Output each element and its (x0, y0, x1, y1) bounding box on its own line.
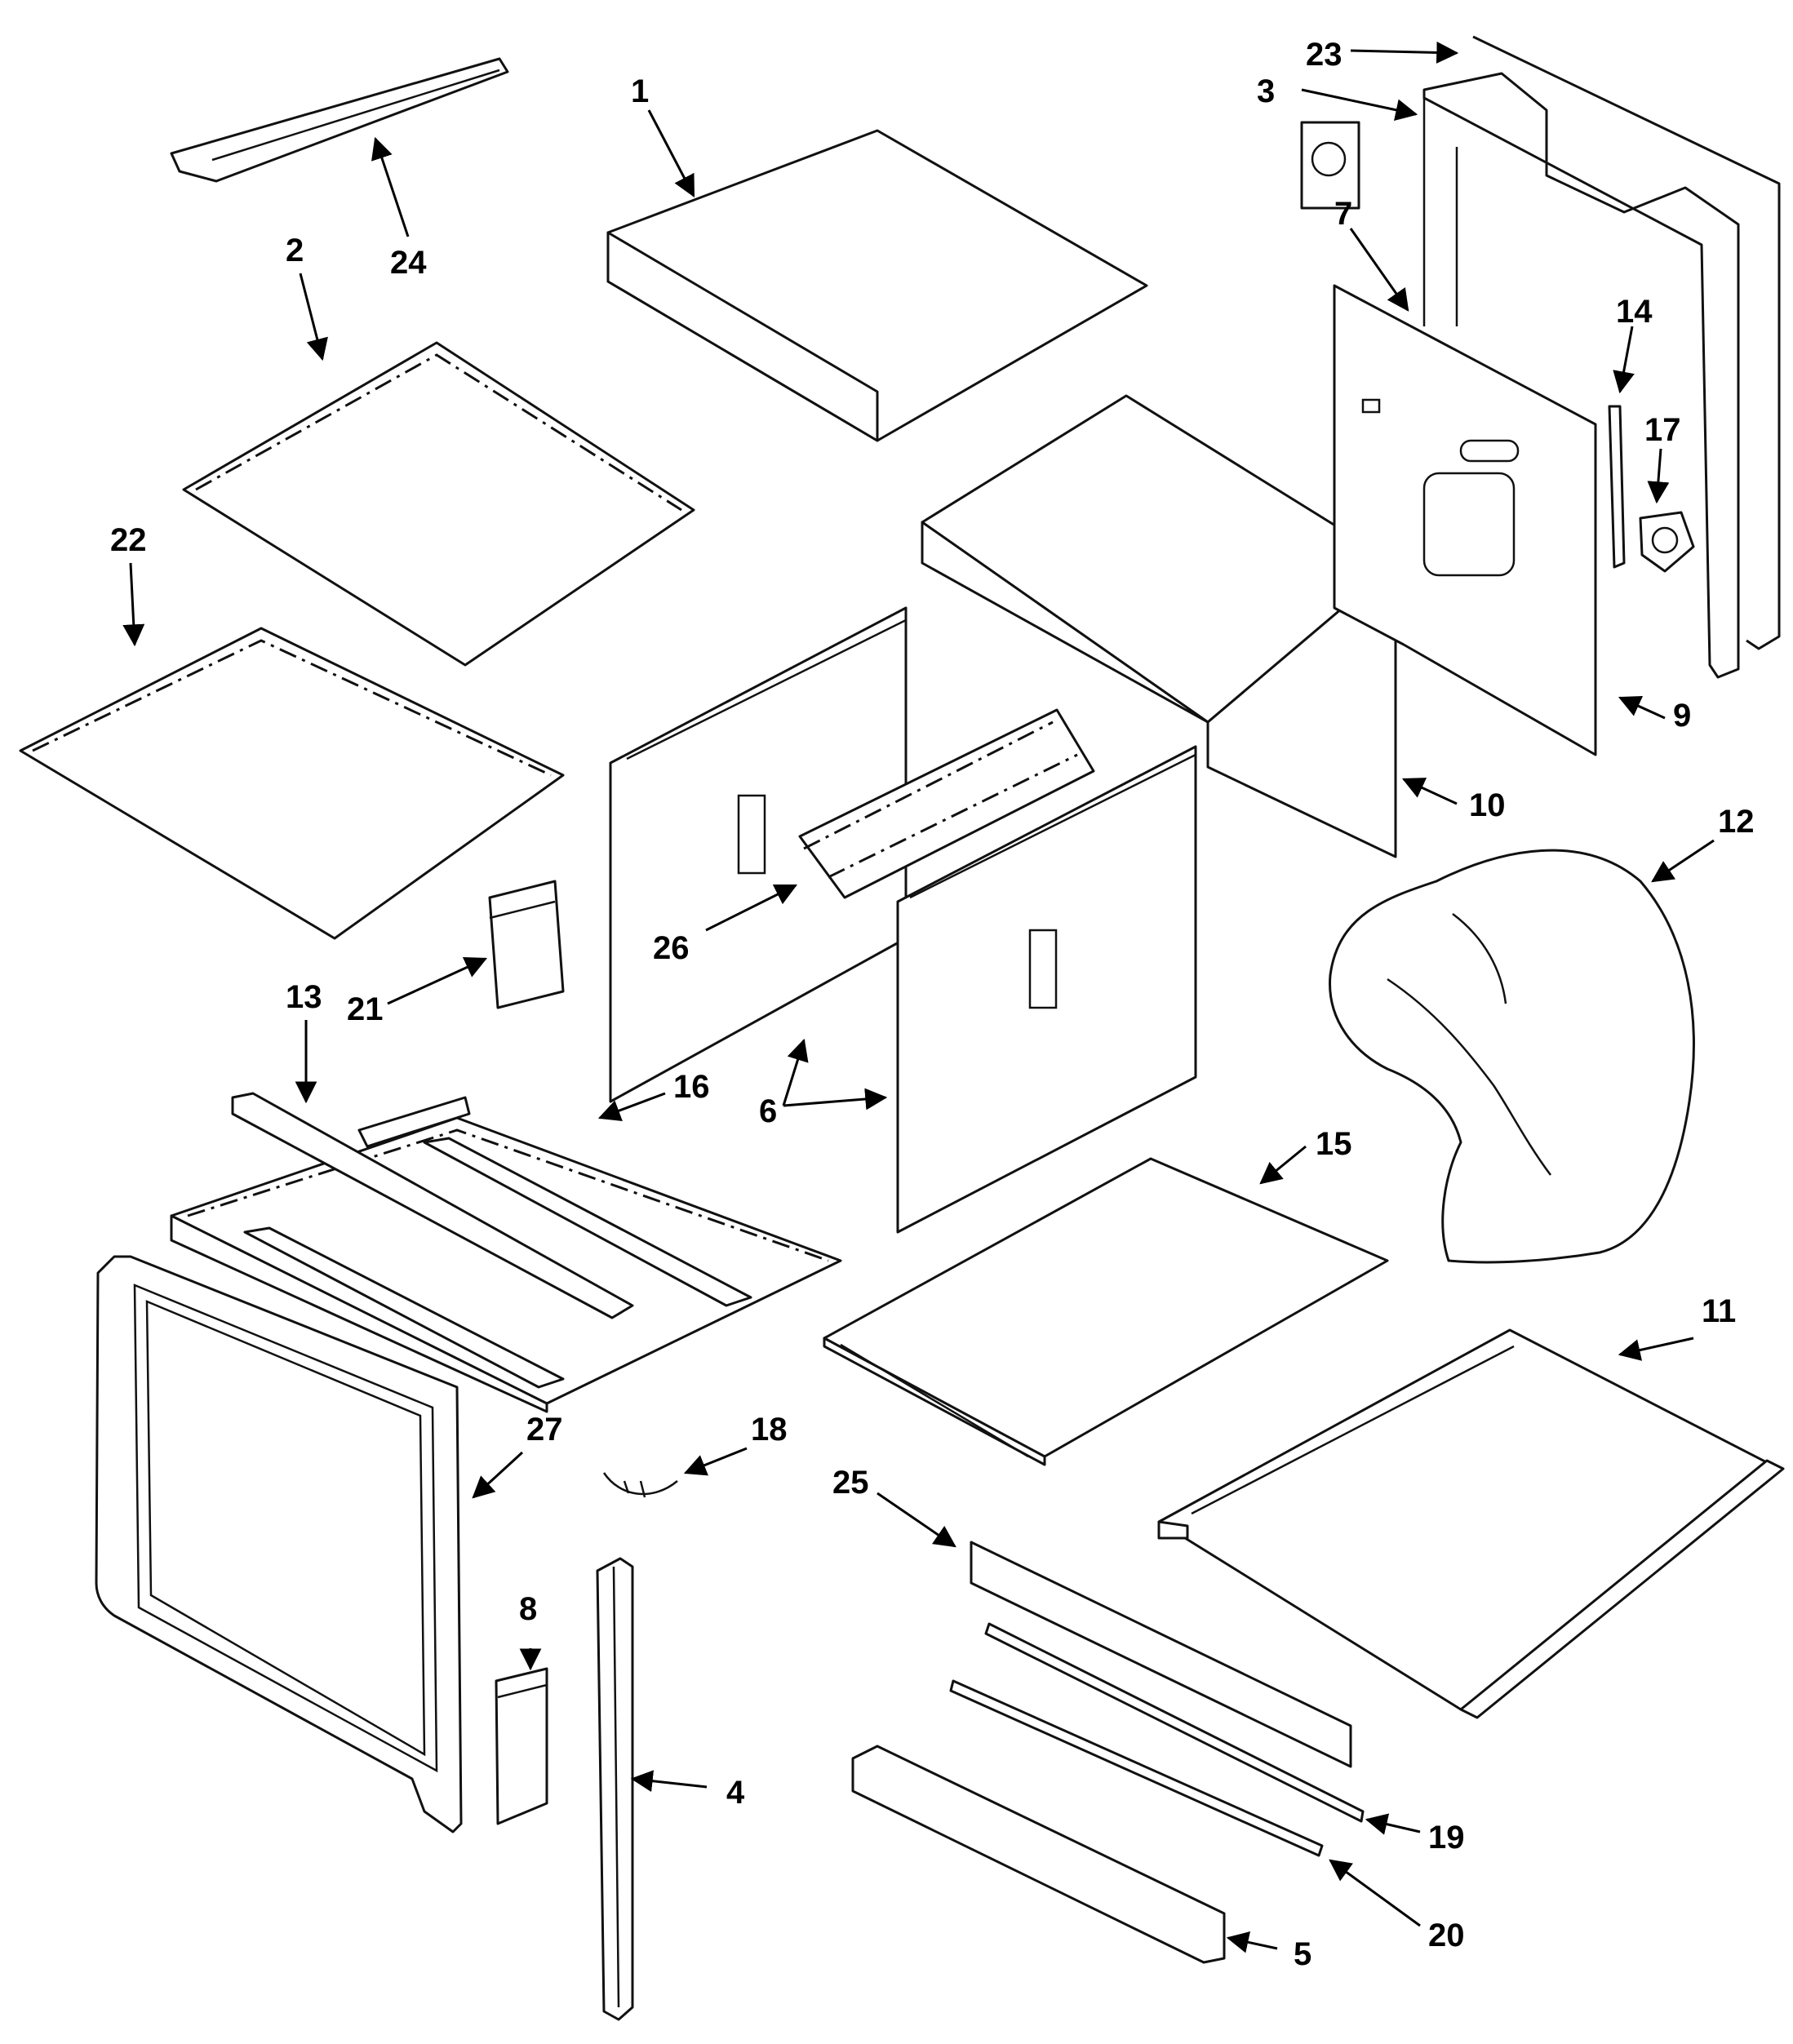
callout-7: 7 (1334, 196, 1352, 232)
part-7-component (1300, 121, 1360, 210)
callout-6: 6 (759, 1093, 777, 1129)
callout-16: 16 (673, 1069, 710, 1105)
part-5-kick-panel (851, 1745, 1226, 1964)
callout-20: 20 (1428, 1918, 1465, 1953)
callout-8: 8 (519, 1591, 537, 1627)
leader-lines (122, 41, 1715, 1953)
callout-19: 19 (1428, 1820, 1465, 1856)
callout-26: 26 (653, 930, 690, 966)
callout-12: 12 (1718, 804, 1755, 840)
part-19-strip (984, 1622, 1365, 1823)
callout-11: 11 (1702, 1293, 1736, 1329)
callout-9: 9 (1673, 698, 1691, 734)
part-4-vertical-trim (596, 1557, 634, 2021)
part-23-cabinet-wrap (1472, 35, 1781, 650)
callout-27: 27 (526, 1412, 563, 1448)
part-15-oven-bottom (823, 1157, 1389, 1466)
callout-22: 22 (110, 522, 147, 558)
part-6-side-panel-right (896, 745, 1197, 1234)
callout-24: 24 (390, 245, 427, 281)
callout-10: 10 (1469, 787, 1506, 823)
part-10-oven-liner (921, 394, 1397, 858)
part-18-clip (602, 1472, 678, 1498)
part-22-rack (19, 627, 565, 940)
part-11-base-tray (1157, 1328, 1785, 1719)
callout-21: 21 (347, 991, 384, 1027)
part-21-bracket (488, 880, 565, 1009)
part-3-cabinet-side (1422, 72, 1740, 679)
callout-17: 17 (1644, 412, 1681, 448)
callout-5: 5 (1294, 1936, 1311, 1972)
part-8-bracket (495, 1667, 548, 1825)
callout-4: 4 (726, 1775, 745, 1811)
callout-25: 25 (832, 1465, 869, 1501)
part-25-vent-panel (970, 1541, 1352, 1768)
part-2-rack (182, 341, 695, 667)
part-20-strip (949, 1679, 1324, 1857)
callout-14: 14 (1616, 294, 1653, 330)
callout-15: 15 (1316, 1126, 1352, 1162)
part-17-sensor (1639, 511, 1695, 573)
callout-13: 13 (286, 979, 322, 1015)
callout-1: 1 (631, 73, 649, 109)
part-9-back-panel (1333, 284, 1597, 756)
callout-labels: 1 2 3 4 5 6 7 8 9 10 11 12 13 14 15 16 1… (110, 37, 1755, 1972)
part-12-insulation (1329, 849, 1695, 1264)
part-27-door-frame (95, 1255, 463, 1833)
part-6-side-panel-left (609, 606, 908, 1103)
part-24-trim (170, 57, 509, 183)
callout-18: 18 (751, 1412, 788, 1448)
part-26-bracket (798, 708, 1095, 899)
part-1-top-panel (606, 129, 1148, 442)
callout-2: 2 (286, 233, 304, 268)
callout-3: 3 (1257, 73, 1275, 109)
part-13-front-trim (231, 1092, 634, 1319)
callout-23: 23 (1306, 37, 1343, 73)
part-14-strip (1608, 405, 1626, 569)
